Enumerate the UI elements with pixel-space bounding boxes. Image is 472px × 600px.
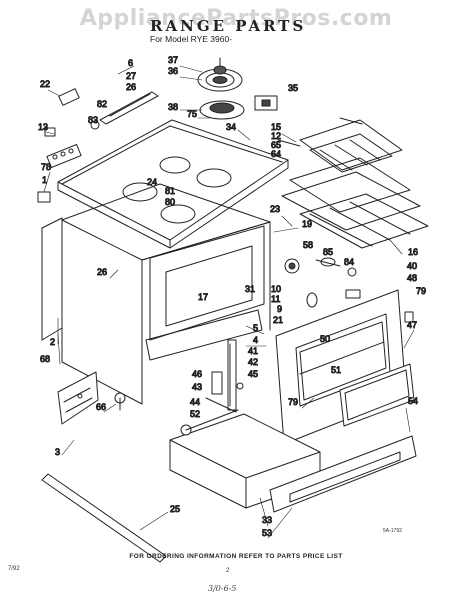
- callout-c83: 83: [88, 115, 98, 125]
- callout-c85: 85: [323, 247, 333, 257]
- callout-c65: 65: [271, 140, 281, 150]
- oven-racks: [277, 117, 429, 249]
- callout-c22: 22: [40, 79, 50, 89]
- callout-c31: 31: [245, 284, 255, 294]
- callout-c42: 42: [248, 357, 258, 367]
- callout-c64: 64: [271, 149, 281, 159]
- callout-c37: 37: [168, 55, 178, 65]
- callout-c48: 48: [407, 273, 417, 283]
- callout-c15: 15: [271, 122, 281, 132]
- callout-c19: 19: [302, 219, 312, 229]
- callout-c84: 84: [344, 257, 354, 267]
- callout-c34: 34: [226, 122, 236, 132]
- callout-c11: 11: [271, 294, 280, 304]
- ordering-note: FOR ORDERING INFORMATION REFER TO PARTS …: [129, 553, 343, 560]
- callout-c66: 66: [96, 402, 106, 412]
- callout-c26a: 26: [126, 82, 136, 92]
- callout-c23: 23: [270, 204, 280, 214]
- callout-c35: 35: [288, 83, 298, 93]
- callout-c82: 82: [97, 99, 107, 109]
- range-body: [41, 183, 271, 405]
- callout-c25: 25: [170, 504, 180, 514]
- callout-c24: 24: [147, 177, 157, 187]
- cooktop-panel: [57, 119, 289, 249]
- callout-c33: 33: [262, 515, 272, 525]
- callout-c45: 45: [248, 369, 258, 379]
- callout-c26b: 26: [97, 267, 107, 277]
- callout-c36: 36: [168, 66, 178, 76]
- callout-c13: 13: [38, 122, 48, 132]
- callout-c9: 9: [277, 304, 282, 314]
- handwritten-note: 3/0-6-5: [208, 584, 237, 593]
- control-panel-parts: [37, 88, 278, 203]
- kick-plate: [41, 473, 167, 563]
- oven-door: [275, 289, 415, 445]
- callout-c41: 41: [248, 346, 258, 356]
- callout-c21: 21: [273, 315, 283, 325]
- callout-c78: 78: [41, 162, 51, 172]
- callout-c5: 5: [253, 323, 258, 333]
- storage-drawer: [169, 413, 417, 513]
- callout-c50: 50: [320, 334, 330, 344]
- oven-light-parts: [284, 257, 361, 308]
- callout-c43: 43: [192, 382, 202, 392]
- callout-c10: 10: [271, 284, 281, 294]
- callout-c80: 80: [165, 197, 175, 207]
- callout-c54: 54: [408, 396, 418, 406]
- callout-c75: 75: [187, 109, 197, 119]
- hinge-parts: [180, 339, 244, 436]
- drip-bowl: [199, 100, 245, 120]
- callout-c12: 12: [271, 131, 281, 141]
- callout-c52: 52: [190, 409, 200, 419]
- callout-c46: 46: [192, 369, 202, 379]
- callout-c3: 3: [55, 447, 60, 457]
- callout-c1: 1: [42, 175, 47, 185]
- callout-c51: 51: [331, 365, 341, 375]
- leader-lines: [43, 65, 415, 539]
- callout-c58: 58: [303, 240, 313, 250]
- diagram-title: RANGE PARTS: [150, 17, 307, 35]
- callout-c17: 17: [198, 292, 208, 302]
- watermark: AppliancePartsPros.com: [79, 6, 393, 31]
- print-date: 7/92: [8, 566, 20, 572]
- callout-c68: 68: [40, 354, 50, 364]
- callout-c4: 4: [253, 335, 258, 345]
- callout-c40: 40: [407, 261, 417, 271]
- callout-c81: 81: [165, 186, 175, 196]
- callout-c16: 16: [408, 247, 418, 257]
- model-label: For Model RYE 3960-: [150, 34, 233, 44]
- burner-element: [197, 57, 243, 92]
- side-panel: [57, 371, 126, 425]
- callout-c6: 6: [128, 58, 133, 68]
- callout-c47: 47: [407, 320, 417, 330]
- callout-c79a: 79: [416, 286, 426, 296]
- callout-c53: 53: [262, 528, 272, 538]
- drawing-number: 5A-1792: [383, 528, 402, 534]
- page-number: 2: [226, 568, 230, 574]
- callout-c79b: 79: [288, 397, 298, 407]
- callout-c44: 44: [190, 397, 200, 407]
- callout-c27: 27: [126, 71, 136, 81]
- callout-c2: 2: [50, 337, 55, 347]
- callout-c38: 38: [168, 102, 178, 112]
